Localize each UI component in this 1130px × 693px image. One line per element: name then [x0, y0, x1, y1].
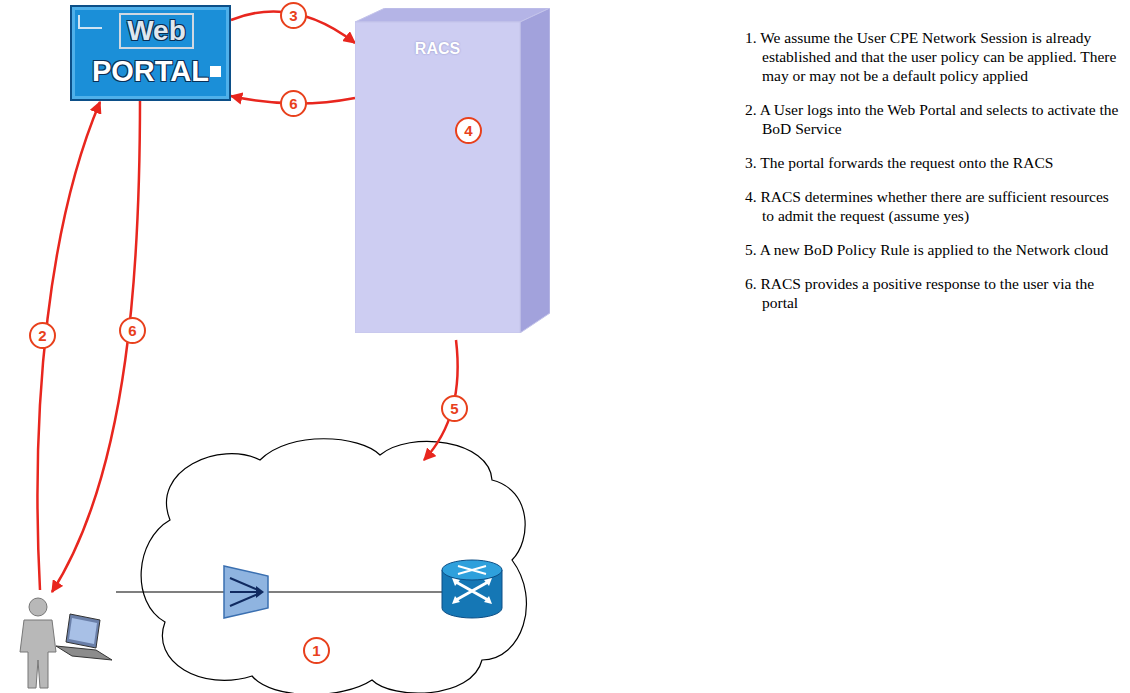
- node-title: Web: [119, 13, 194, 49]
- step-list: 1. We assume the User CPE Network Sessio…: [745, 28, 1123, 327]
- step-text: 2. A User logs into the Web Portal and s…: [745, 100, 1123, 138]
- callout-number: 5: [441, 395, 468, 422]
- network-cloud: [141, 439, 526, 693]
- portal-decoration: [210, 66, 221, 77]
- callout-number: 3: [280, 2, 307, 29]
- splitter-icon: [224, 566, 268, 618]
- callout-number: 6: [119, 317, 146, 344]
- access-link: [116, 591, 224, 592]
- callout-number: 2: [29, 322, 56, 349]
- step-text: 3. The portal forwards the request onto …: [745, 153, 1123, 172]
- portal-decoration: [78, 15, 102, 29]
- step-text: 4. RACS determines whether there are suf…: [745, 187, 1123, 225]
- network-link: [268, 591, 442, 592]
- racs-box: RACS: [355, 8, 560, 333]
- callout-number: 4: [455, 117, 482, 144]
- step-text: 6. RACS provides a positive response to …: [745, 274, 1123, 312]
- router-icon: [442, 560, 502, 618]
- laptop-icon: [56, 614, 112, 660]
- user-figure: [20, 598, 56, 688]
- node-subtitle: PORTAL: [82, 53, 219, 89]
- arrow-6-user: [52, 98, 140, 592]
- callout-number: 1: [303, 637, 330, 664]
- node-title: RACS: [355, 8, 520, 58]
- step-text: 5. A new BoD Policy Rule is applied to t…: [745, 240, 1123, 259]
- step-text: 1. We assume the User CPE Network Sessio…: [745, 28, 1123, 85]
- web-portal-box: WebPORTAL: [70, 5, 231, 101]
- callout-number: 6: [280, 90, 307, 117]
